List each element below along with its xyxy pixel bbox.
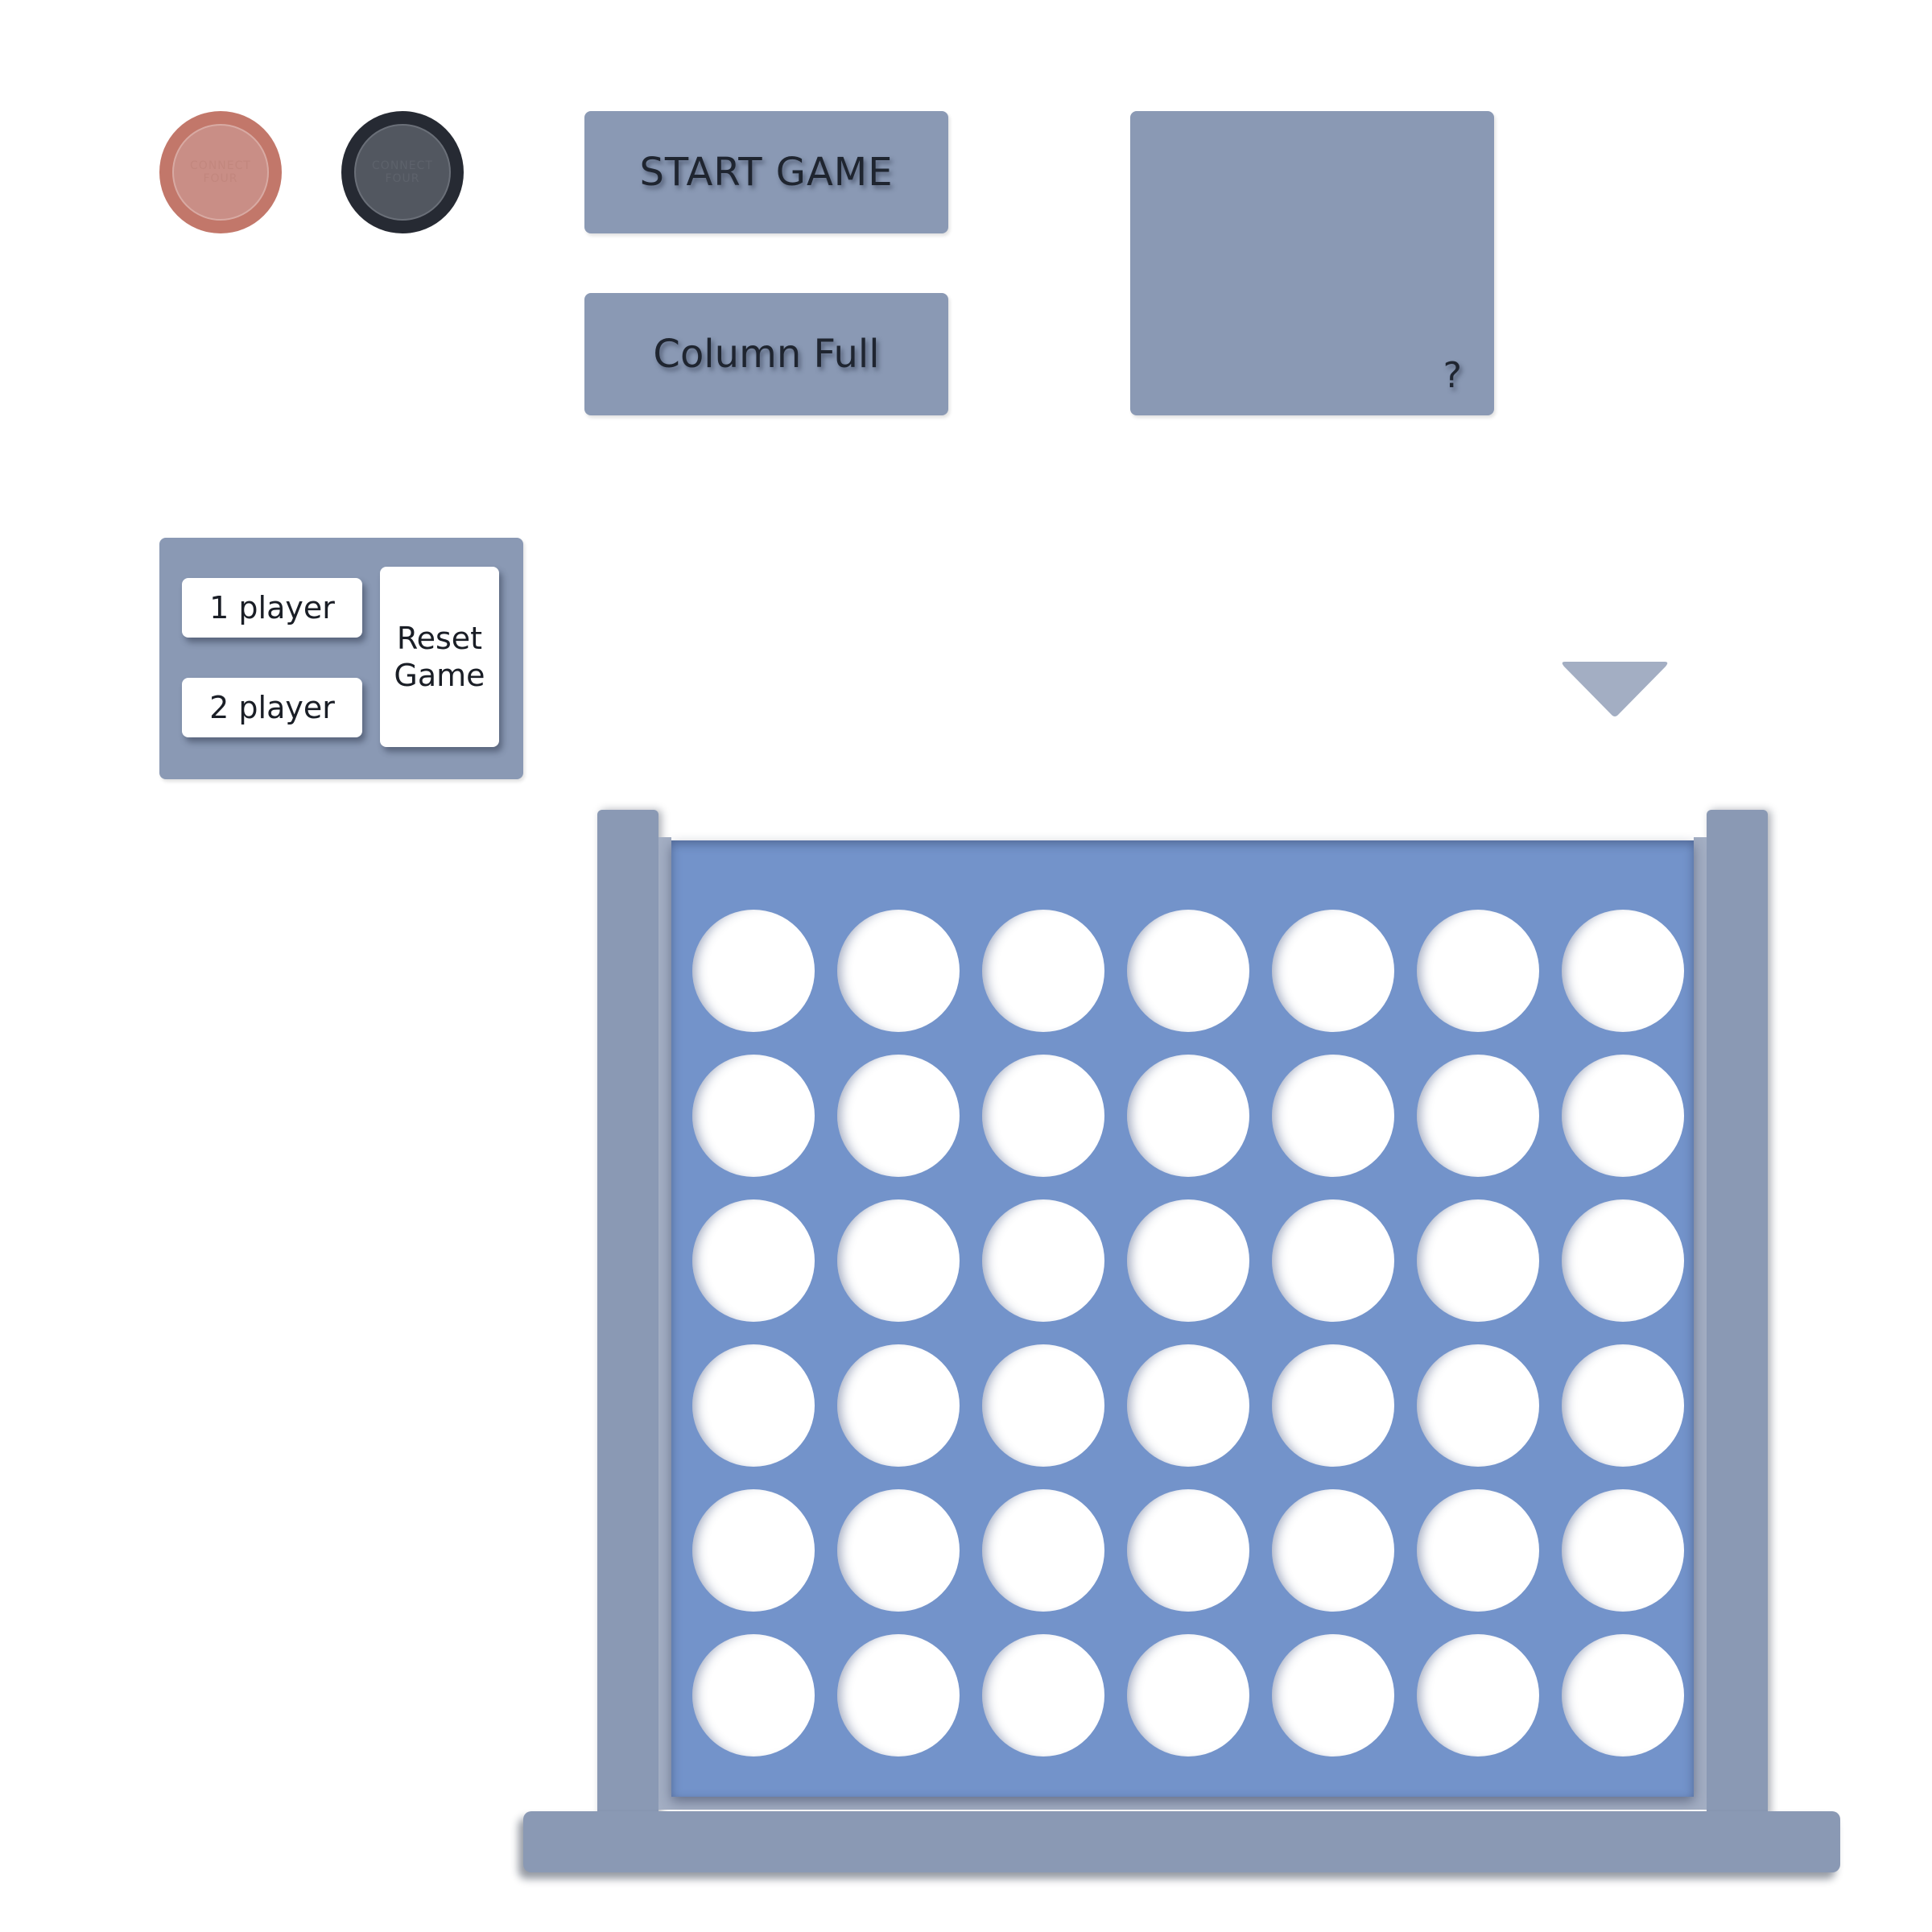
board-cell-r6-c6[interactable]: [1417, 1634, 1539, 1757]
board-right-post: [1707, 810, 1768, 1816]
start-game-button[interactable]: START GAME: [584, 111, 948, 233]
column-full-label: Column Full: [653, 332, 880, 377]
board-right-rail: [1694, 837, 1707, 1808]
reset-game-button[interactable]: Reset Game: [380, 567, 499, 747]
board-cell-r3-c7[interactable]: [1562, 1199, 1684, 1322]
board-cell-r2-c1[interactable]: [692, 1055, 815, 1177]
board-cell-r3-c3[interactable]: [982, 1199, 1104, 1322]
one-player-button[interactable]: 1 player: [182, 578, 362, 638]
two-player-label: 2 player: [209, 690, 335, 725]
column-full-status: Column Full: [584, 293, 948, 415]
board-cell-r3-c5[interactable]: [1272, 1199, 1394, 1322]
board-cell-r1-c7[interactable]: [1562, 910, 1684, 1032]
board-cell-r1-c3[interactable]: [982, 910, 1104, 1032]
board-cell-r3-c6[interactable]: [1417, 1199, 1539, 1322]
board-cell-r3-c2[interactable]: [837, 1199, 960, 1322]
board-cell-r2-c3[interactable]: [982, 1055, 1104, 1177]
red-token-label: CONNECT FOUR: [172, 124, 269, 221]
one-player-label: 1 player: [209, 590, 335, 625]
board-cell-r6-c3[interactable]: [982, 1634, 1104, 1757]
board-cell-r6-c2[interactable]: [837, 1634, 960, 1757]
board-left-post: [597, 810, 658, 1816]
reset-game-label: Reset Game: [394, 621, 485, 693]
start-game-label: START GAME: [639, 150, 894, 195]
board-cell-r6-c1[interactable]: [692, 1634, 815, 1757]
board-cell-r1-c4[interactable]: [1127, 910, 1249, 1032]
mode-panel: 1 player 2 player Reset Game: [159, 538, 523, 779]
board-cell-r3-c4[interactable]: [1127, 1199, 1249, 1322]
board-left-rail: [658, 837, 671, 1808]
board-cell-r5-c6[interactable]: [1417, 1489, 1539, 1612]
two-player-button[interactable]: 2 player: [182, 678, 362, 737]
board-cell-r5-c2[interactable]: [837, 1489, 960, 1612]
help-icon[interactable]: ?: [1443, 355, 1462, 396]
board-cell-r2-c6[interactable]: [1417, 1055, 1539, 1177]
board-base: [523, 1811, 1840, 1872]
black-token-label: CONNECT FOUR: [354, 124, 451, 221]
board-cell-r6-c5[interactable]: [1272, 1634, 1394, 1757]
board-cell-r2-c5[interactable]: [1272, 1055, 1394, 1177]
board-cell-r5-c4[interactable]: [1127, 1489, 1249, 1612]
board-cell-r1-c6[interactable]: [1417, 910, 1539, 1032]
board-cell-r4-c1[interactable]: [692, 1344, 815, 1467]
board-cell-r4-c6[interactable]: [1417, 1344, 1539, 1467]
board-cell-r4-c2[interactable]: [837, 1344, 960, 1467]
help-panel[interactable]: ?: [1130, 111, 1494, 415]
board-cell-r5-c1[interactable]: [692, 1489, 815, 1612]
board-cell-r4-c4[interactable]: [1127, 1344, 1249, 1467]
board-cell-r1-c2[interactable]: [837, 910, 960, 1032]
board-cell-r1-c1[interactable]: [692, 910, 815, 1032]
game-board[interactable]: [671, 840, 1694, 1797]
board-cell-r6-c4[interactable]: [1127, 1634, 1249, 1757]
board-cell-r1-c5[interactable]: [1272, 910, 1394, 1032]
board-cell-r2-c2[interactable]: [837, 1055, 960, 1177]
board-cell-r4-c7[interactable]: [1562, 1344, 1684, 1467]
board-cell-r5-c3[interactable]: [982, 1489, 1104, 1612]
board-bottom-rail: [658, 1797, 1707, 1810]
black-token: CONNECT FOUR: [341, 111, 464, 233]
chevron-down-icon[interactable]: [1560, 658, 1670, 721]
board-cell-r3-c1[interactable]: [692, 1199, 815, 1322]
board-cell-r4-c3[interactable]: [982, 1344, 1104, 1467]
board-cell-r5-c5[interactable]: [1272, 1489, 1394, 1612]
board-cell-r6-c7[interactable]: [1562, 1634, 1684, 1757]
red-token: CONNECT FOUR: [159, 111, 282, 233]
board-cell-r4-c5[interactable]: [1272, 1344, 1394, 1467]
board-cell-r5-c7[interactable]: [1562, 1489, 1684, 1612]
board-cell-r2-c7[interactable]: [1562, 1055, 1684, 1177]
board-cell-r2-c4[interactable]: [1127, 1055, 1249, 1177]
